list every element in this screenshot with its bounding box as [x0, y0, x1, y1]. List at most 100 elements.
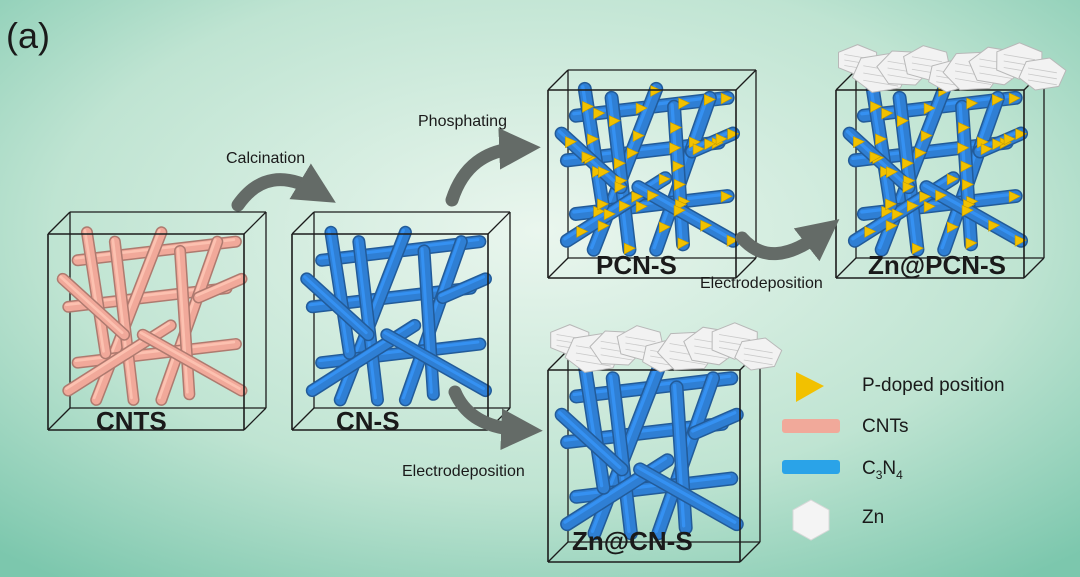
phosphating-label: Phosphating [418, 113, 507, 130]
zn-hexagon-flake [734, 337, 783, 371]
cube-edge [739, 541, 761, 563]
zn-pcn-s-p-doped-triangle [961, 204, 974, 217]
pcn-s-p-doped-triangle [715, 133, 728, 146]
zn-pcn-s-p-doped-triangle [1003, 133, 1016, 146]
pcn-s-p-doped-triangle [603, 208, 616, 221]
legend-p-doped-label: P-doped position [862, 375, 1005, 396]
cube-edge [1023, 257, 1045, 279]
pcn-s-p-doped-triangle [720, 190, 733, 203]
pcn-s-p-doped-triangle [565, 136, 578, 149]
cnts-rod [192, 272, 248, 304]
zn-pcn-s-label: Zn@PCN-S [868, 250, 1006, 280]
pcn-s-p-doped-triangle [597, 220, 610, 233]
pcn-s-p-doped-triangle [597, 198, 610, 211]
zn-pcn-s-p-doped-triangle [881, 107, 894, 120]
pcn-s-p-doped-triangle [631, 190, 644, 203]
pcn-s-p-doped-triangle [618, 200, 631, 213]
cube-edge [291, 211, 315, 235]
cnts-label: CNTS [96, 406, 167, 436]
zn-pcn-s-p-doped-triangle [991, 93, 1004, 106]
pcn-s-p-doped-triangle [635, 102, 648, 115]
pcn-s-p-doped-triangle [658, 173, 671, 186]
zn-pcn-s-p-doped-triangle [1015, 128, 1028, 141]
legend-c3n4-label: C3N4 [862, 458, 903, 482]
cnts-cube [47, 211, 267, 431]
zn-pcn-s-p-doped-triangle [1008, 190, 1021, 203]
zn-pcn-s-p-doped-triangle [914, 147, 927, 160]
pcn-s-p-doped-triangle [720, 92, 733, 105]
pcn-s-p-doped-triangle [650, 85, 663, 98]
zn-cn-s-rod [669, 380, 693, 535]
cnts-legend-swatch [782, 419, 840, 433]
zn-hexagon-flake [1018, 57, 1067, 91]
pcn-s-p-doped-triangle [576, 225, 589, 238]
pcn-s-p-doped-triangle [677, 237, 690, 250]
pcn-s-p-doped-triangle [673, 178, 686, 191]
pcn-s-p-doped-triangle [598, 166, 611, 179]
cnts-rod [136, 328, 248, 397]
zn-pcn-s-p-doped-triangle [875, 133, 888, 146]
zn-pcn-s-p-doped-triangle [885, 220, 898, 233]
zn-pcn-s-p-doped-triangle [988, 219, 1001, 232]
pcn-s-p-doped-triangle [703, 93, 716, 106]
cube-edge [487, 211, 511, 235]
phosphating-arrow [445, 128, 541, 207]
pcn-s-p-doped-triangle [582, 100, 595, 113]
zn-cn-s-cube [547, 322, 783, 563]
zn-pcn-s-p-doped-triangle [923, 200, 936, 213]
zn-pcn-s-p-doped-triangle [920, 130, 933, 143]
pcn-s-p-doped-triangle [673, 204, 686, 217]
cnts-rod [80, 226, 112, 360]
zn-pcn-s-p-doped-triangle [880, 165, 893, 178]
zn-pcn-s-p-doped-triangle [870, 100, 883, 113]
pcn-s-p-doped-triangle [613, 157, 626, 170]
zn-pcn-s-p-doped-triangle [869, 151, 882, 164]
pcn-s-cube [547, 69, 757, 279]
cn-s-rod [324, 225, 357, 360]
zn-pcn-s-p-doped-triangle [961, 178, 974, 191]
zn-pcn-s-p-doped-triangle [992, 138, 1005, 151]
legend: P-doped position CNTs C3N4 Zn [782, 372, 1005, 541]
cube-edge [835, 257, 857, 279]
cn-s-rod [380, 328, 492, 398]
cnts-rod [56, 272, 131, 341]
cnts-rod [174, 244, 196, 401]
zn-pcn-s-p-doped-triangle [957, 142, 970, 155]
zn-pcn-s-cube [835, 42, 1067, 279]
pcn-s-p-doped-triangle [727, 128, 740, 141]
zn-pcn-s-p-doped-triangle [946, 173, 959, 186]
pcn-s-p-doped-triangle [669, 142, 682, 155]
cube-edge [291, 407, 315, 431]
zn-pcn-s-p-doped-triangle [966, 97, 979, 110]
cnts-rod [108, 235, 140, 406]
zn-cn-s-rod [605, 371, 638, 541]
cube-edge [547, 69, 569, 91]
zn-pcn-s-p-doped-triangle [896, 115, 909, 128]
zn-pcn-s-p-doped-triangle [935, 189, 948, 202]
pcn-s-p-doped-triangle [700, 219, 713, 232]
pcn-s-p-doped-triangle [632, 130, 645, 143]
cube-edge [547, 257, 569, 279]
pcn-s-p-doped-triangle [608, 115, 621, 128]
zn-cn-s-rod [633, 462, 744, 532]
electrodeposition-upper-arrow [735, 219, 840, 262]
zn-pcn-s-p-doped-triangle [923, 102, 936, 115]
zn-pcn-s-p-doped-triangle [901, 157, 914, 170]
zn-pcn-s-p-doped-triangle [885, 198, 898, 211]
zn-cn-s-label: Zn@CN-S [572, 526, 693, 556]
cube-edge [735, 257, 757, 279]
pcn-s-p-doped-triangle [592, 165, 605, 178]
pcn-s-p-doped-triangle [704, 138, 717, 151]
cube-edge [243, 407, 267, 431]
c3n4-legend-swatch [782, 460, 840, 474]
pcn-s-p-doped-triangle [593, 107, 606, 120]
electrodeposition-lower-arrow [448, 385, 543, 450]
pcn-s-p-doped-triangle [614, 181, 627, 194]
zn-pcn-s-p-doped-triangle [886, 166, 899, 179]
zn-pcn-s-p-doped-triangle [958, 121, 971, 134]
zn-pcn-s-p-doped-triangle [864, 225, 877, 238]
pcn-s-p-doped-triangle [692, 143, 705, 156]
pcn-s-p-doped-triangle [672, 160, 685, 173]
